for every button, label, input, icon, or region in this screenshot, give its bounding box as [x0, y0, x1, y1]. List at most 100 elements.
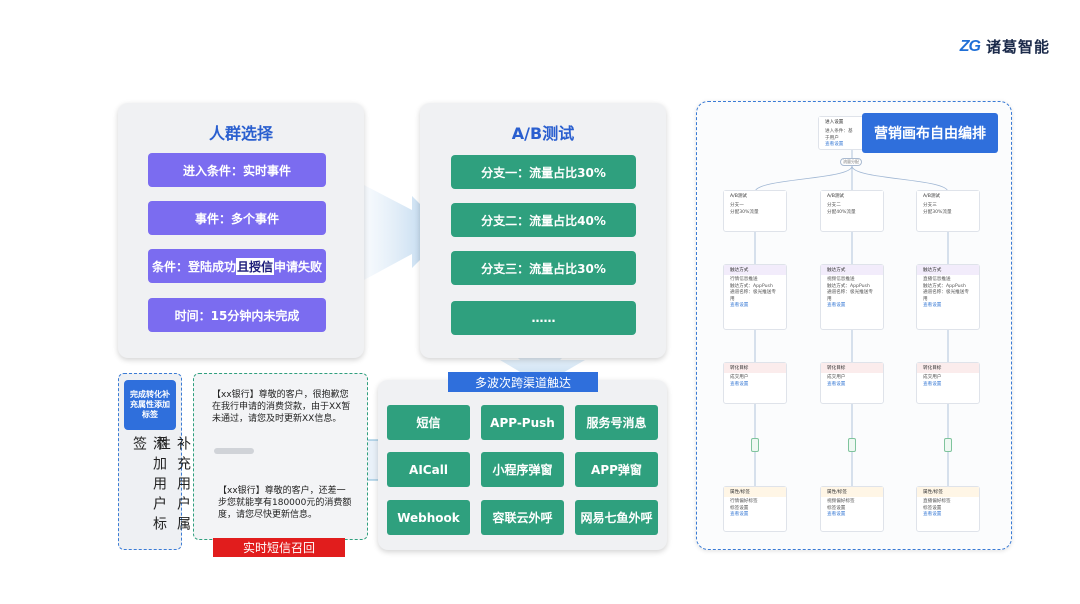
ab-node-share: 分配30%流量: [923, 209, 952, 215]
touch-node-name: 行情信息推送: [730, 277, 758, 282]
canvas-entry-node: 进入设置 进入条件：基于用户 查看设置: [818, 116, 864, 150]
crowd-title: 人群选择: [208, 124, 273, 143]
canvas-goal-node-3: 转化目标 成交用户查看设置: [916, 362, 980, 404]
goal-node-link: 查看设置: [730, 381, 749, 387]
touch-node-link: 查看设置: [827, 303, 846, 308]
canvas-ab-node-3: A/B测试 分支三分配30%流量: [916, 190, 980, 232]
sms-recall-badge: 实时短信召回: [213, 538, 345, 557]
attr-node-setting: 标签设置: [730, 505, 749, 511]
canvas-wait-node-2: [848, 438, 856, 452]
canvas-attr-node-2: 属性/标签 视频偏好标签标签设置查看设置: [820, 486, 884, 532]
touch-node-method: 触达方式：AppPush: [923, 283, 966, 289]
ab-branch-more: ……: [451, 301, 636, 335]
canvas-branch-pill: 流量分配: [840, 158, 862, 166]
attr-node-title: 属性/标签: [821, 487, 883, 497]
goal-node-title: 转化目标: [724, 363, 786, 373]
ab-title: A/B测试: [511, 124, 575, 143]
canvas-goal-node-1: 转化目标 成交用户查看设置: [723, 362, 787, 404]
touch-node-name: 视频信息推送: [827, 277, 855, 282]
crowd-item-condition: 条件：登陆成功且授信申请失败: [148, 249, 326, 283]
touch-node-title: 触达方式: [821, 265, 883, 275]
attr-node-name: 视频偏好标签: [827, 499, 855, 504]
user-tag-panel: 完成转化补充属性添加标签 补充用户属性 添加用户标签: [118, 373, 191, 550]
attr-node-title: 属性/标签: [917, 487, 979, 497]
ab-node-share: 分配30%流量: [730, 209, 759, 215]
crowd-item-event: 事件：多个事件: [148, 201, 326, 235]
channel-aicall: AICall: [387, 452, 470, 487]
channel-webhook: Webhook: [387, 500, 470, 535]
channel-ronglian-call: 容联云外呼: [481, 500, 564, 535]
entry-node-title: 进入设置: [819, 117, 863, 127]
touch-node-method: 触达方式：AppPush: [827, 283, 870, 289]
canvas-goal-node-2: 转化目标 成交用户查看设置: [820, 362, 884, 404]
ab-branch-3: 分支三：流量占比30%: [451, 251, 636, 285]
goal-node-title: 转化目标: [917, 363, 979, 373]
tag-col-left: 添加用户标签: [131, 436, 167, 536]
touch-node-channel: 通道名称：极光推送专用: [827, 290, 873, 302]
brand-logo: ZG 诸葛智能: [960, 36, 1050, 57]
crowd-item-time: 时间：15分钟内未完成: [148, 298, 326, 332]
goal-node-link: 查看设置: [923, 381, 942, 387]
ab-test-card: A/B测试 分支一：流量占比30% 分支二：流量占比40% 分支三：流量占比30…: [420, 103, 666, 358]
canvas-ab-node-1: A/B测试 分支一分配30%流量: [723, 190, 787, 232]
touch-node-method: 触达方式：AppPush: [730, 283, 773, 289]
sms-message-1: 【xx银行】尊敬的客户，很抱歉您在我行申请的消费贷款，由于XX暂未通过，请您及时…: [212, 390, 351, 424]
attr-node-name: 直播偏好标签: [923, 499, 951, 504]
touch-node-title: 触达方式: [724, 265, 786, 275]
channel-miniprogram-popup: 小程序弹窗: [481, 452, 564, 487]
ab-node-title: A/B测试: [917, 191, 979, 201]
touch-node-channel: 通道名称：极光推送专用: [923, 290, 969, 302]
ab-branch-1: 分支一：流量占比30%: [451, 155, 636, 189]
attr-node-name: 行情偏好标签: [730, 499, 758, 504]
entry-node-line: 进入条件：基于用户: [825, 129, 853, 141]
touch-node-title: 触达方式: [917, 265, 979, 275]
touch-node-channel: 通道名称：极光推送专用: [730, 290, 776, 302]
crowd-selection-card: 人群选择 进入条件：实时事件 事件：多个事件 条件：登陆成功且授信申请失败 时间…: [118, 103, 364, 358]
crowd-item-entry: 进入条件：实时事件: [148, 153, 326, 187]
attr-node-title: 属性/标签: [724, 487, 786, 497]
canvas-attr-node-1: 属性/标签 行情偏好标签标签设置查看设置: [723, 486, 787, 532]
condition-pre: 条件：登陆成功: [151, 259, 236, 274]
ab-node-branch: 分支二: [827, 203, 841, 208]
ab-node-share: 分配40%流量: [827, 209, 856, 215]
touch-node-name: 直播信息推送: [923, 277, 951, 282]
ab-branch-2: 分支二：流量占比40%: [451, 203, 636, 237]
touch-node-link: 查看设置: [923, 303, 942, 308]
canvas-title: 营销画布自由编排: [862, 113, 998, 153]
sms-panel: 【xx银行】尊敬的客户，很抱歉您在我行申请的消费贷款，由于XX暂未通过，请您及时…: [193, 373, 368, 540]
brand-name: 诸葛智能: [985, 38, 1050, 56]
channel-sms: 短信: [387, 405, 470, 440]
goal-node-line: 成交用户: [827, 375, 846, 380]
condition-highlight: 且授信: [235, 257, 274, 275]
condition-post: 申请失败: [274, 259, 323, 274]
canvas-wait-node-1: [751, 438, 759, 452]
channel-qiyu-call: 网易七鱼外呼: [575, 500, 658, 535]
tag-complete-box: 完成转化补充属性添加标签: [124, 380, 176, 430]
attr-node-link: 查看设置: [827, 512, 846, 517]
channel-title: 多波次跨渠道触达: [448, 372, 598, 392]
touch-node-link: 查看设置: [730, 303, 749, 308]
canvas-wait-node-3: [944, 438, 952, 452]
goal-node-title: 转化目标: [821, 363, 883, 373]
canvas-ab-node-2: A/B测试 分支二分配40%流量: [820, 190, 884, 232]
attr-node-setting: 标签设置: [923, 505, 942, 511]
entry-node-link: 查看设置: [825, 142, 844, 147]
tag-col-right: 补充用户属性: [155, 436, 191, 536]
sms-message-2: 【xx银行】尊敬的客户，还差一步您就能享有180000元的消费额度，请您尽快更新…: [218, 486, 352, 520]
ab-node-title: A/B测试: [821, 191, 883, 201]
canvas-attr-node-3: 属性/标签 直播偏好标签标签设置查看设置: [916, 486, 980, 532]
ab-node-title: A/B测试: [724, 191, 786, 201]
attr-node-link: 查看设置: [730, 512, 749, 517]
attr-node-setting: 标签设置: [827, 505, 846, 511]
ab-node-branch: 分支三: [923, 203, 937, 208]
sms-meta-bar: [214, 448, 254, 454]
attr-node-link: 查看设置: [923, 512, 942, 517]
channel-service-msg: 服务号消息: [575, 405, 658, 440]
ab-node-branch: 分支一: [730, 203, 744, 208]
goal-node-line: 成交用户: [730, 375, 749, 380]
channel-app-popup: APP弹窗: [575, 452, 658, 487]
channel-card: 短信 APP-Push 服务号消息 AICall 小程序弹窗 APP弹窗 Web…: [378, 380, 667, 550]
